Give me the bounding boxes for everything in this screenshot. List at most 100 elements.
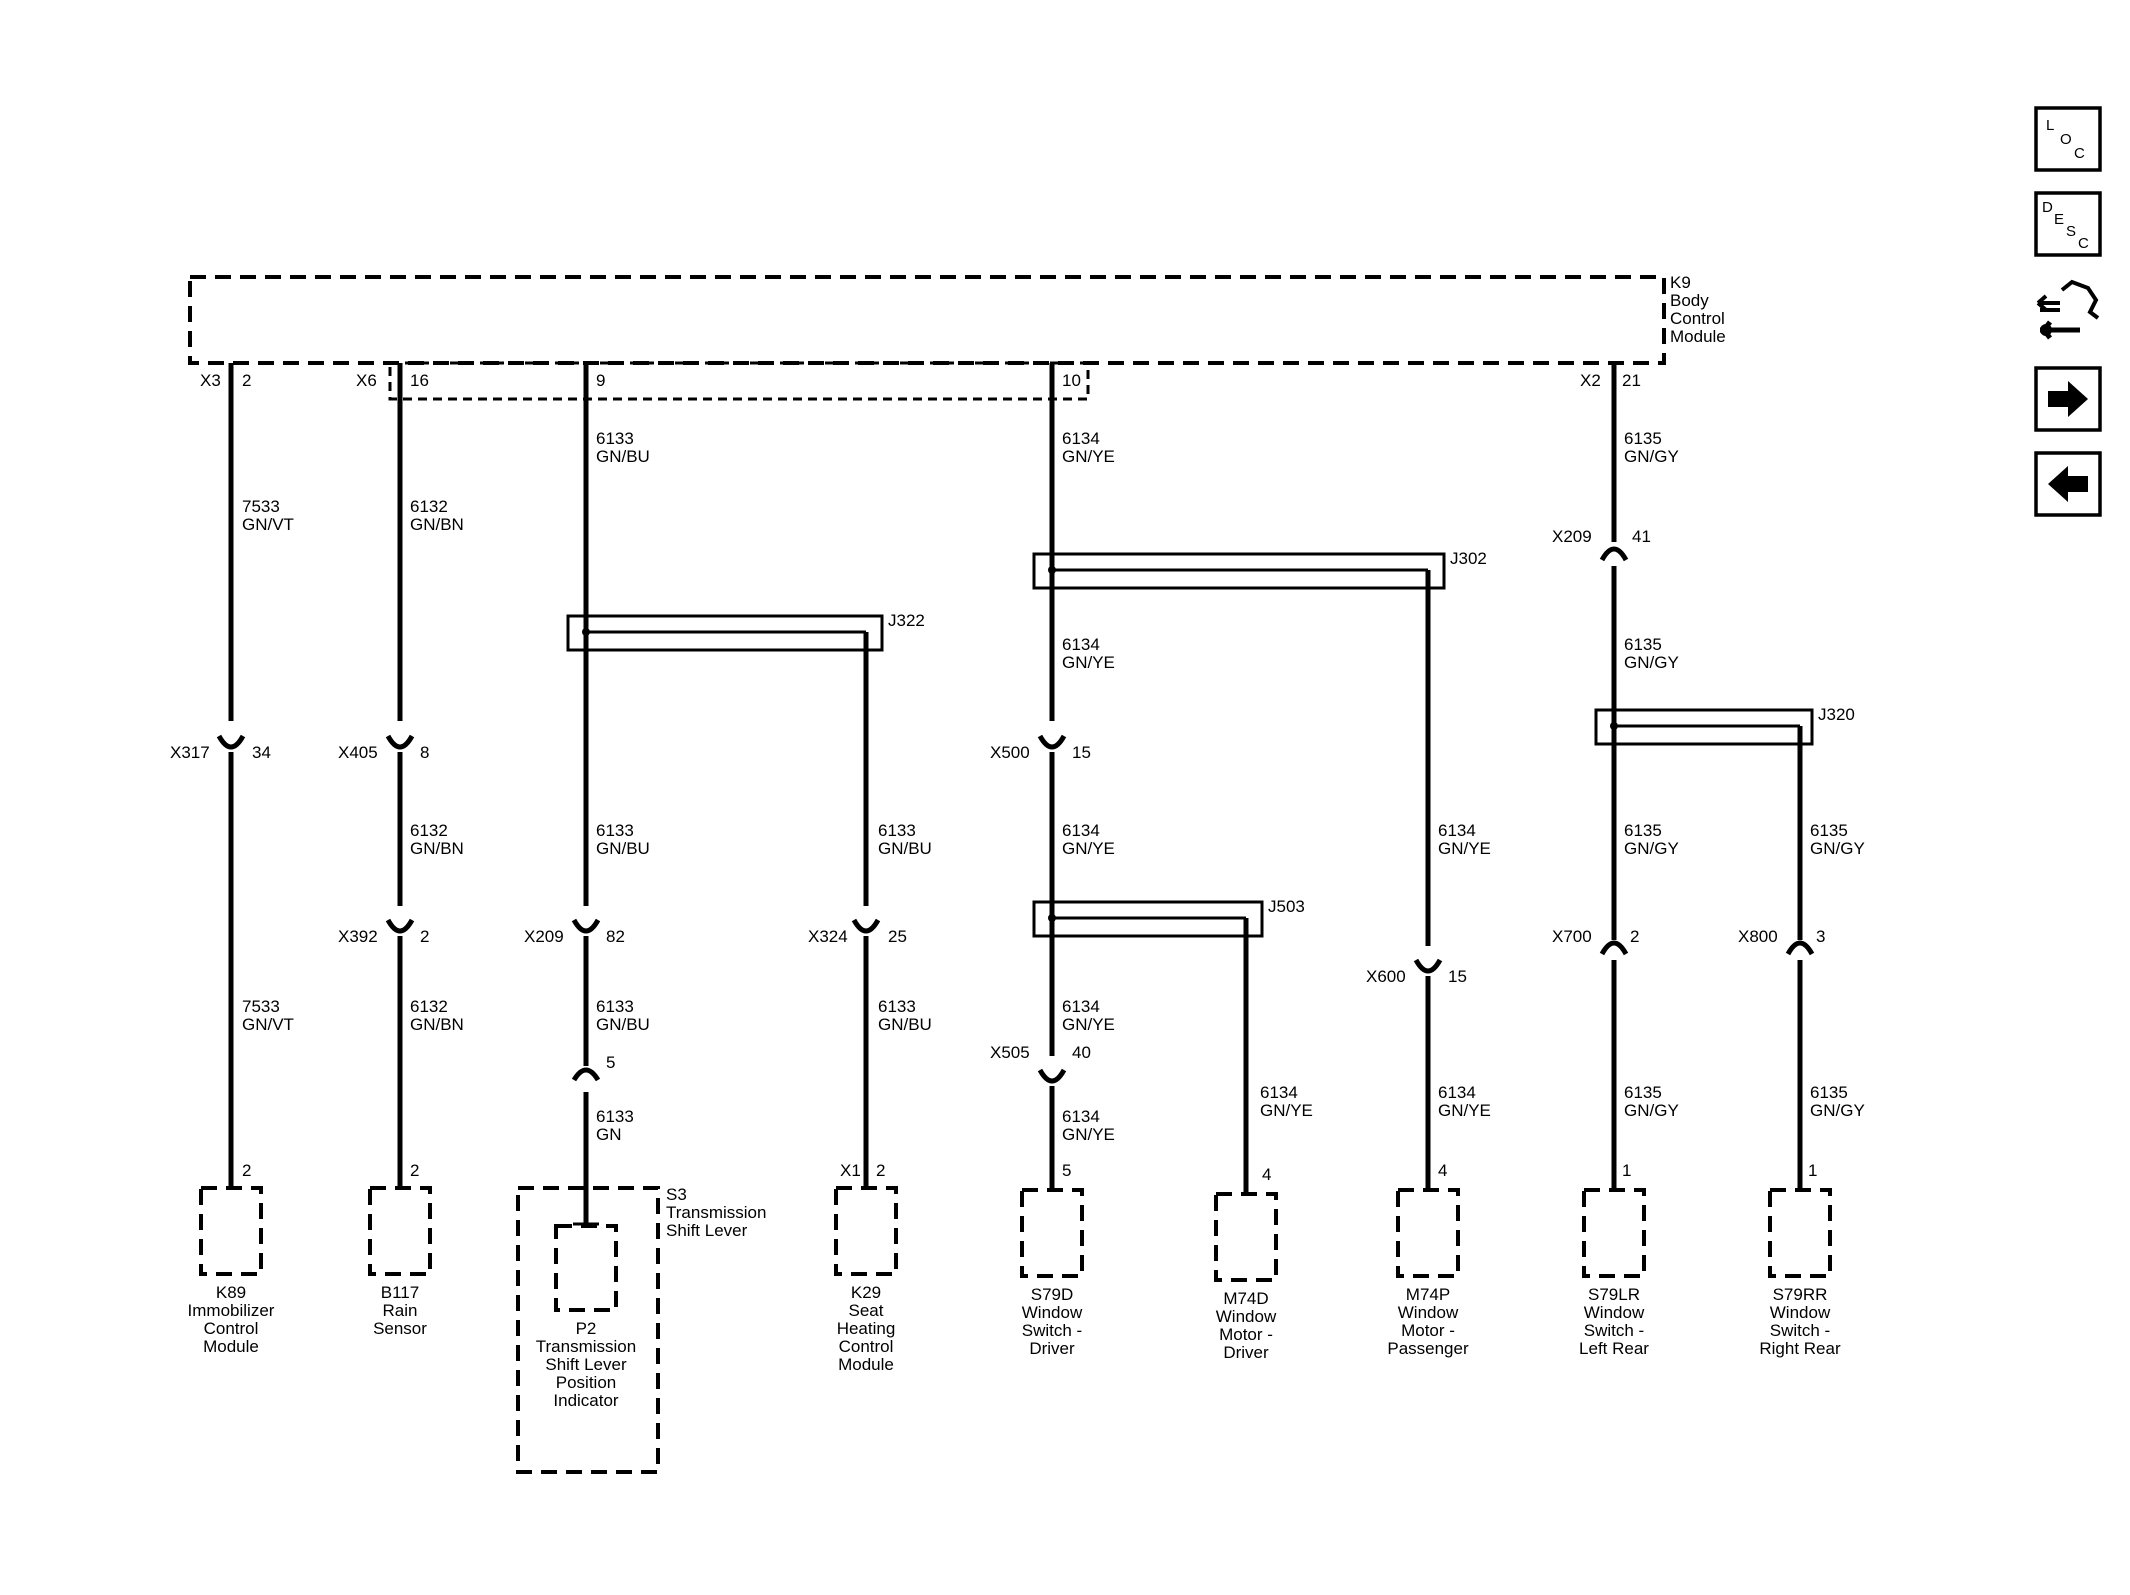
m74d-window-motor-driver[interactable] (1214, 1192, 1278, 1282)
wire-number: 6134 (1260, 1083, 1298, 1102)
component-name-line: M74D (1223, 1289, 1268, 1308)
s79d-window-switch-driver[interactable] (1020, 1188, 1084, 1278)
wire-number: 6133 (596, 821, 634, 840)
wire-number: 6134 (1062, 821, 1100, 840)
wire-number: 6135 (1810, 821, 1848, 840)
component-name-line: Rain (383, 1301, 418, 1320)
wire-number: 6135 (1810, 1083, 1848, 1102)
wire-color: GN/GY (1624, 1101, 1679, 1120)
module-name-line: Module (1670, 327, 1726, 346)
component-name-line: B117 (381, 1283, 419, 1302)
wire-color: GN/YE (1260, 1101, 1313, 1120)
component-name-line: Window (1398, 1303, 1459, 1322)
component-name-line: M74P (1406, 1285, 1450, 1304)
wire-color: GN/BU (878, 1015, 932, 1034)
component-name-line: Indicator (553, 1391, 619, 1410)
component-name-line: Shift Lever (545, 1355, 627, 1374)
circuit-6133[interactable] (573, 363, 869, 1226)
inline-connector-symbol (1037, 734, 1067, 750)
inline-connector-symbol (571, 1067, 601, 1082)
inline-pin-label: 2 (1630, 927, 1639, 946)
inline-connector-label: X405 (338, 743, 378, 762)
component-name-line: Window (1216, 1307, 1277, 1326)
wire-color: GN/YE (1062, 839, 1115, 858)
component-name-line: P2 (576, 1319, 597, 1338)
pin-label: 4 (1262, 1165, 1271, 1184)
next-button[interactable] (2034, 366, 2102, 432)
component-name-line: Module (203, 1337, 259, 1356)
component-name-line: Sensor (373, 1319, 427, 1338)
arrow-left-icon (2048, 466, 2088, 502)
k9-x6-connector-region (388, 361, 1090, 401)
wire-color: GN/YE (1062, 447, 1115, 466)
inline-connector-label: X700 (1552, 927, 1592, 946)
component-name-line: K29 (851, 1283, 881, 1302)
arrow-right-icon (2048, 381, 2088, 417)
connector-label: X6 (356, 371, 377, 390)
wire-color: GN/BU (596, 839, 650, 858)
previous-button[interactable] (2034, 451, 2102, 517)
wire-number: 6135 (1624, 821, 1662, 840)
pin-label: 21 (1622, 371, 1641, 390)
component-name-line: Left Rear (1579, 1339, 1649, 1358)
wire-color: GN/VT (242, 1015, 294, 1034)
wire-number: 6135 (1624, 635, 1662, 654)
pin-label: 5 (1062, 1161, 1071, 1180)
s3-transmission-shift-lever[interactable] (516, 1186, 660, 1474)
component-name-line: Driver (1029, 1339, 1075, 1358)
inline-connector-label: X317 (170, 743, 210, 762)
component-name-line: Switch - (1770, 1321, 1830, 1340)
splice-label: J302 (1450, 549, 1487, 568)
wire-color: GN/YE (1062, 1125, 1115, 1144)
connector-label: X1 (840, 1161, 861, 1180)
component-name-line: Window (1022, 1303, 1083, 1322)
component-name-line: Seat (849, 1301, 884, 1320)
loc-button[interactable]: L O C (2034, 106, 2102, 172)
inline-pin-label: 15 (1072, 743, 1091, 762)
inline-connector-label: X500 (990, 743, 1030, 762)
inline-connector-label: X392 (338, 927, 378, 946)
circuit-6135[interactable] (1610, 363, 1803, 1190)
wire-number: 6135 (1624, 429, 1662, 448)
splice-j503[interactable] (1032, 900, 1264, 938)
wire-number: 7533 (242, 997, 280, 1016)
loc-letter: O (2060, 131, 2072, 148)
desc-button[interactable]: D E S C (2034, 191, 2102, 257)
pin-label: 2 (242, 1161, 251, 1180)
p2-transmission-shift-lever-position-indicator[interactable] (554, 1224, 618, 1312)
inline-connector-label: X209 (524, 927, 564, 946)
module-id: K9 (1670, 273, 1691, 292)
component-name-line: S79LR (1588, 1285, 1640, 1304)
s79rr-window-switch-right-rear[interactable] (1768, 1188, 1832, 1278)
k9-body-control-module[interactable]: K9 Body Control Module (188, 273, 1726, 365)
vehicle-service-icon[interactable] (2036, 278, 2100, 346)
component-name-line: Heating (837, 1319, 896, 1338)
wire-color: GN/GY (1624, 653, 1679, 672)
wire-number: 6134 (1062, 1107, 1100, 1126)
b117-rain-sensor[interactable] (368, 1186, 432, 1276)
inline-pin-label: 8 (420, 743, 429, 762)
module-name-line: Body (1670, 291, 1709, 310)
inline-pin-label: 41 (1632, 527, 1651, 546)
component-name-line: Shift Lever (666, 1221, 748, 1240)
inline-connector-label: X600 (1366, 967, 1406, 986)
splice-label: J322 (888, 611, 925, 630)
wire-color: GN/BN (410, 839, 464, 858)
inline-pin-label: 15 (1448, 967, 1467, 986)
inline-connector-label: X324 (808, 927, 848, 946)
splice-j322[interactable] (566, 614, 884, 652)
wire-color: GN/YE (1062, 653, 1115, 672)
splice-j302[interactable] (1032, 552, 1446, 590)
s79lr-window-switch-left-rear[interactable] (1582, 1188, 1646, 1278)
wire-color: GN/BN (410, 1015, 464, 1034)
inline-connector-label: X209 (1552, 527, 1592, 546)
wire-number: 6132 (410, 497, 448, 516)
m74p-window-motor-passenger[interactable] (1396, 1188, 1460, 1278)
component-name-line: Position (556, 1373, 616, 1392)
splice-j320[interactable] (1594, 708, 1814, 746)
component-name-line: Transmission (666, 1203, 766, 1222)
desc-letter: C (2078, 235, 2089, 252)
k89-immobilizer-control-module[interactable] (199, 1186, 263, 1276)
k29-seat-heating-control-module[interactable] (834, 1186, 898, 1276)
circuit-6134[interactable] (1048, 363, 1431, 1194)
